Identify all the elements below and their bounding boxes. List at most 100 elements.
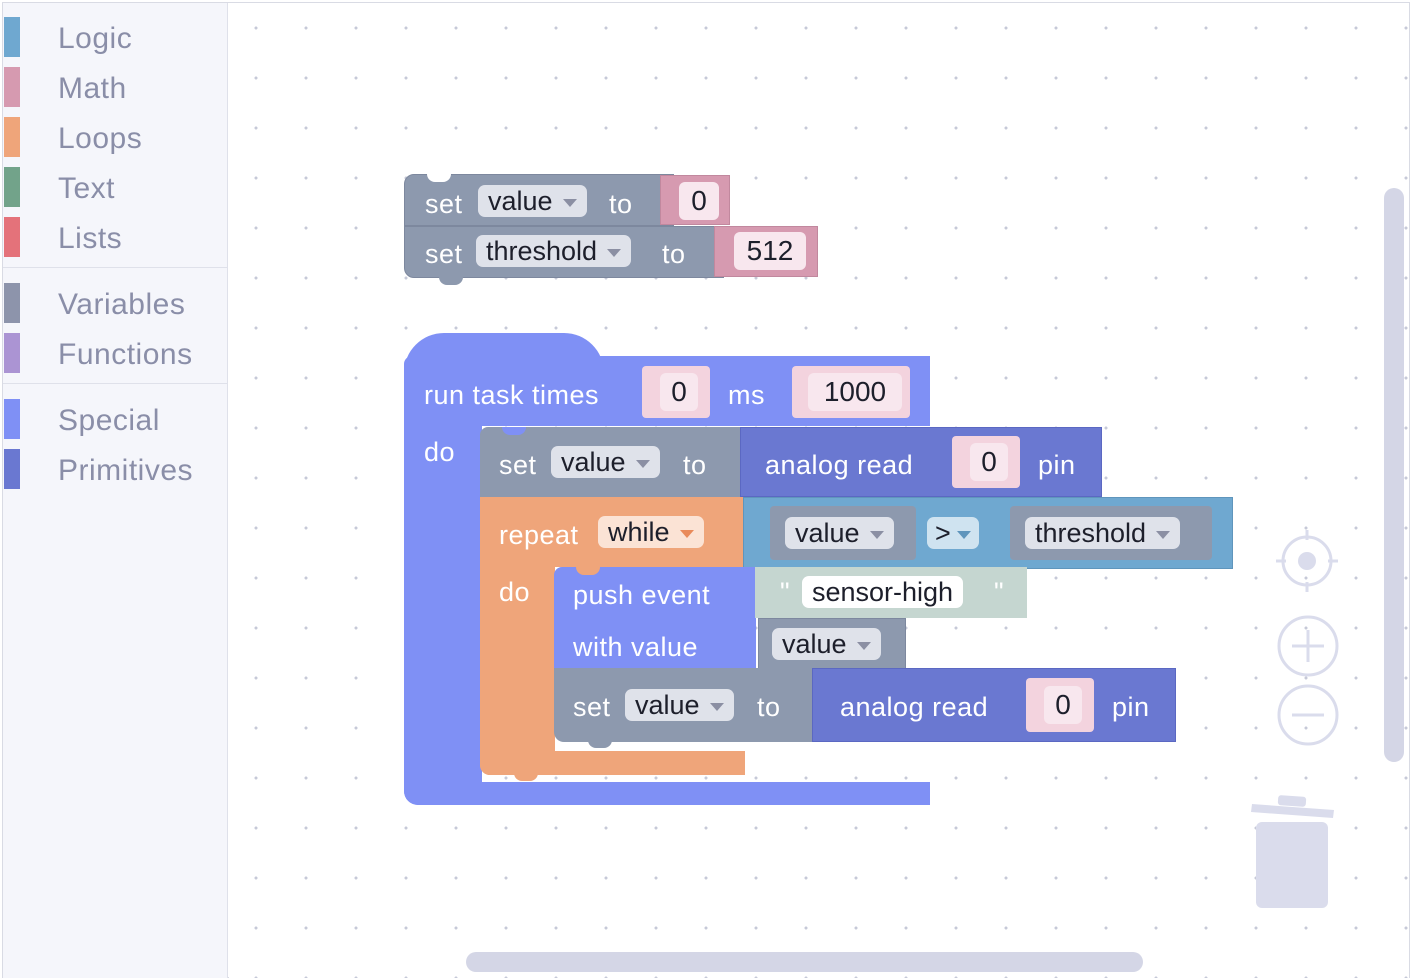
category-text[interactable]: Text — [3, 163, 227, 209]
variable-name: value — [635, 690, 700, 720]
category-lists[interactable]: Lists — [3, 213, 227, 259]
variable-dropdown[interactable]: threshold — [476, 235, 632, 267]
to-keyword: to — [683, 450, 707, 480]
variable-dropdown[interactable]: threshold — [1025, 517, 1181, 549]
category-special[interactable]: Special — [3, 395, 227, 441]
toolbox: Logic Math Loops Text Lists Variables Fu… — [3, 3, 228, 978]
operator-dropdown[interactable]: > — [927, 517, 979, 549]
repeat-footer — [480, 751, 745, 781]
analog-read-label: analog read — [840, 692, 989, 722]
run-task-label: run task times — [424, 380, 600, 410]
variable-dropdown[interactable]: value — [772, 628, 881, 660]
category-label: Primitives — [58, 454, 194, 487]
run-task-footer — [404, 782, 930, 805]
category-swatch — [4, 167, 20, 207]
repeat-label: repeat — [499, 520, 579, 550]
zoom-in-icon[interactable] — [1276, 614, 1340, 678]
block-notch — [588, 740, 612, 748]
toolbox-separator — [3, 383, 227, 384]
variable-name: value — [561, 447, 626, 477]
block-notch — [427, 174, 451, 182]
set-keyword: set — [425, 239, 463, 269]
vertical-scrollbar[interactable] — [1384, 188, 1404, 762]
recenter-icon[interactable] — [1274, 528, 1340, 594]
repeat-arm — [480, 560, 555, 775]
category-primitives[interactable]: Primitives — [3, 445, 227, 491]
do-label: do — [424, 437, 456, 467]
pin-label: pin — [1038, 450, 1076, 480]
zoom-out-icon[interactable] — [1276, 683, 1340, 747]
to-keyword: to — [662, 239, 686, 269]
variable-name: value — [795, 518, 860, 548]
set-keyword: set — [573, 692, 611, 722]
open-quote: " — [780, 577, 791, 607]
dropdown-arrow-icon — [635, 459, 650, 468]
dropdown-arrow-icon — [956, 530, 971, 539]
dropdown-arrow-icon — [856, 641, 871, 650]
number-field[interactable]: 0 — [970, 443, 1008, 481]
category-swatch — [4, 217, 20, 257]
category-swatch — [4, 67, 20, 107]
dropdown-arrow-icon — [562, 198, 577, 207]
push-event-label: push event — [573, 580, 711, 610]
category-swatch — [4, 117, 20, 157]
block-notch — [514, 773, 538, 781]
variable-dropdown[interactable]: value — [625, 689, 734, 721]
number-field[interactable]: 512 — [734, 232, 806, 270]
category-label: Special — [58, 404, 160, 437]
category-math[interactable]: Math — [3, 63, 227, 109]
category-label: Functions — [58, 338, 193, 371]
category-swatch — [4, 449, 20, 489]
run-task-arm — [404, 420, 482, 805]
category-logic[interactable]: Logic — [3, 13, 227, 59]
category-label: Text — [58, 172, 116, 205]
category-label: Lists — [58, 222, 123, 255]
loop-mode-dropdown[interactable]: while — [598, 516, 704, 548]
dropdown-arrow-icon — [679, 529, 694, 538]
number-field[interactable]: 0 — [1044, 686, 1082, 724]
to-keyword: to — [757, 692, 781, 722]
variable-name: value — [782, 629, 847, 659]
category-swatch — [4, 399, 20, 439]
pin-label: pin — [1112, 692, 1150, 722]
ms-label: ms — [728, 380, 765, 410]
dropdown-arrow-icon — [607, 248, 622, 257]
horizontal-scrollbar[interactable] — [466, 952, 1143, 972]
operator: > — [935, 518, 951, 548]
variable-name: threshold — [1035, 518, 1147, 548]
variable-name: threshold — [486, 236, 598, 266]
number-field[interactable]: 0 — [679, 182, 719, 220]
number-field[interactable]: 1000 — [808, 373, 902, 411]
variable-name: value — [488, 186, 553, 216]
to-keyword: to — [609, 189, 633, 219]
dropdown-arrow-icon — [709, 702, 724, 711]
block-notch — [502, 427, 526, 435]
analog-read-label: analog read — [765, 450, 914, 480]
number-field[interactable]: 0 — [660, 373, 698, 411]
dropdown-arrow-icon — [1156, 530, 1171, 539]
category-label: Math — [58, 72, 127, 105]
push-event-block[interactable] — [554, 567, 756, 669]
category-loops[interactable]: Loops — [3, 113, 227, 159]
text-field[interactable]: sensor-high — [802, 576, 964, 608]
analog-read-block[interactable] — [812, 668, 1176, 742]
set-keyword: set — [499, 450, 537, 480]
category-label: Variables — [58, 288, 186, 321]
category-functions[interactable]: Functions — [3, 329, 227, 375]
variable-dropdown[interactable]: value — [551, 446, 660, 478]
block-notch — [439, 277, 463, 285]
with-value-label: with value — [573, 632, 699, 662]
category-swatch — [4, 333, 20, 373]
set-keyword: set — [425, 189, 463, 219]
variable-dropdown[interactable]: value — [785, 517, 894, 549]
do-label: do — [499, 577, 531, 607]
variable-dropdown[interactable]: value — [478, 185, 587, 217]
dropdown-arrow-icon — [869, 530, 884, 539]
close-quote: " — [994, 577, 1005, 607]
analog-read-block[interactable] — [740, 427, 1102, 497]
block-notch — [576, 567, 600, 575]
toolbox-separator — [3, 267, 227, 268]
category-swatch — [4, 17, 20, 57]
category-variables[interactable]: Variables — [3, 279, 227, 325]
trash-icon[interactable] — [1248, 792, 1338, 912]
